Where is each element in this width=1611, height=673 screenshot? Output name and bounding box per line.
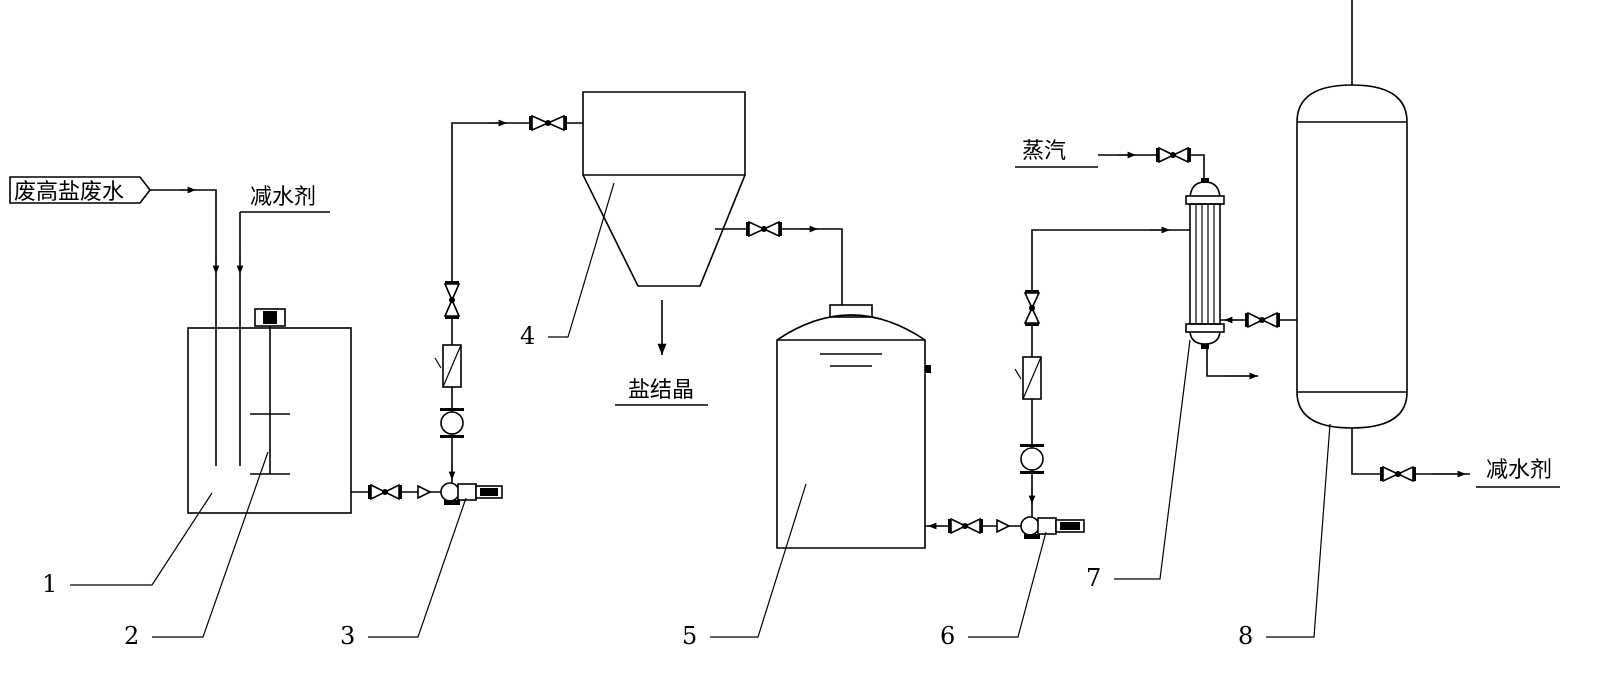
- storage-tank-5: [776, 304, 931, 549]
- callout-number: 7: [1086, 564, 1101, 592]
- check-valve-icon: [434, 344, 462, 388]
- callout-number: 1: [42, 570, 57, 598]
- stirrer-motor-icon: [254, 308, 286, 327]
- crystallizer-4: [582, 91, 746, 287]
- salt-crystal-label: 盐结晶: [628, 378, 694, 403]
- pump-6-icon: [1020, 516, 1085, 539]
- callout-6: 6: [940, 531, 1047, 650]
- vessel8-bottom-outlet-pipe: [1351, 428, 1470, 475]
- callout-4: 4: [520, 182, 615, 350]
- filter-icon: [417, 484, 432, 500]
- callout-number: 4: [520, 322, 535, 350]
- callout-2: 2: [124, 451, 269, 650]
- callout-number: 3: [340, 622, 355, 650]
- callout-3: 3: [340, 497, 467, 650]
- check-valve-icon: [1014, 356, 1042, 400]
- crystallizer-to-tank5-pipe: [715, 228, 843, 305]
- callout-7: 7: [1086, 339, 1191, 592]
- waste-water-pipe: [150, 189, 217, 272]
- separator-vessel-8: [1296, 0, 1408, 429]
- gate-valve-icon: [1156, 146, 1191, 164]
- condensate-outlet-pipe: [1206, 349, 1258, 377]
- gate-valve-icon: [746, 220, 782, 238]
- pump3-discharge-pipe: [451, 122, 583, 483]
- callout-8: 8: [1238, 423, 1331, 650]
- callout-number: 6: [940, 622, 955, 650]
- flow-meter-icon: [440, 408, 464, 438]
- gate-valve-icon: [1245, 311, 1280, 329]
- pump-3-icon: [440, 482, 503, 505]
- callout-number: 2: [124, 622, 139, 650]
- callout-5: 5: [682, 483, 807, 650]
- reducer-in-label: 减水剂: [250, 185, 316, 210]
- pump6-discharge-pipe: [1031, 229, 1190, 517]
- steam-label: 蒸汽: [1022, 139, 1066, 164]
- gate-valve-vertical-icon: [1023, 290, 1041, 326]
- callout-number: 5: [682, 622, 697, 650]
- waste-water-inlet-tag: 废高盐废水: [9, 176, 152, 205]
- heat-exchanger-7: [1185, 178, 1225, 349]
- gate-valve-icon: [529, 114, 567, 132]
- filter-icon: [996, 518, 1011, 534]
- gate-valve-icon: [368, 483, 402, 501]
- gate-valve-icon: [948, 517, 983, 535]
- waste-water-label: 废高盐废水: [14, 180, 124, 205]
- flow-meter-icon: [1020, 444, 1044, 474]
- callout-1: 1: [42, 492, 213, 598]
- reducer-out-label: 减水剂: [1486, 458, 1552, 483]
- gate-valve-icon: [1380, 465, 1416, 483]
- gate-valve-vertical-icon: [443, 281, 461, 319]
- callout-number: 8: [1238, 622, 1253, 650]
